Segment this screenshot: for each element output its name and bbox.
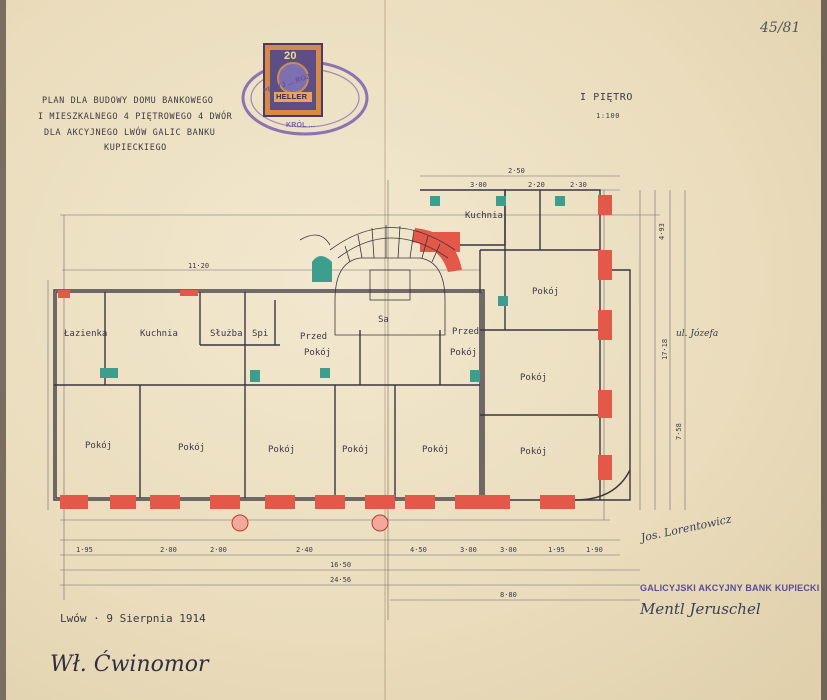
signature-right-2: Mentl Jeruschel: [640, 600, 761, 618]
dim-bottom-6: 3·00: [460, 546, 477, 554]
dim-bottom-1: 1·95: [76, 546, 93, 554]
dimension-labels: 2·50 3·00 2·20 2·30 11·20 4·93 17·18 7·5…: [76, 167, 683, 599]
dim-top-2: 3·00: [470, 181, 487, 189]
room-label-pokoj-1: Pokój: [85, 440, 112, 451]
tax-stamp: [263, 43, 323, 117]
scale-label: 1:100: [596, 112, 621, 120]
room-label-przed: Przed: [300, 332, 327, 342]
title-line-2: I MIESZKALNEGO 4 PIĘTROWEGO 4 DWÓR: [38, 112, 233, 122]
seal-bottom-text: KRÓL ...: [286, 122, 316, 129]
dim-bottom-2: 2·00: [160, 546, 177, 554]
dim-bottom-total-1: 16·50: [330, 561, 351, 569]
room-label-pokoj-6: Pokój: [520, 446, 547, 457]
dim-right-b: 17·18: [661, 339, 669, 360]
room-label-przed-2: Przed: [452, 327, 479, 337]
dim-bottom-3: 2·00: [210, 546, 227, 554]
tax-stamp-value: 20: [284, 50, 297, 62]
room-label-pokoj-5: Pokój: [422, 444, 449, 455]
dim-top-total: 2·50: [508, 167, 525, 175]
chimneys: [100, 196, 565, 382]
dim-top-4: 2·30: [570, 181, 587, 189]
dim-left-total: 11·20: [188, 262, 209, 270]
dim-bottom-total-2: 24·56: [330, 576, 351, 584]
title-line-3: DLA AKCYJNEGO LWÓW GALIC BANKU: [44, 128, 216, 138]
dim-bottom-7: 3·00: [500, 546, 517, 554]
corner-archive-number: 45/81: [760, 20, 801, 36]
street-note: ul. Józefa: [676, 328, 718, 339]
dimension-lines: [47, 175, 686, 620]
room-label-kuchnia-left: Kuchnia: [140, 329, 178, 339]
room-label-sa: Sa: [378, 315, 389, 325]
dim-top-3: 2·20: [528, 181, 545, 189]
tax-stamp-currency: HELLER: [276, 92, 308, 101]
room-label-sluzba: Służba: [210, 329, 243, 339]
room-label-pokoj-right-mid: Pokój: [520, 372, 547, 383]
title-line-4: KUPIECKIEGO: [104, 143, 167, 153]
room-label-pokoj-center: Pokój: [450, 347, 477, 358]
left-scan-edge: [0, 0, 6, 700]
room-label-pokoj-3: Pokój: [268, 444, 295, 455]
dim-bottom-8: 1·95: [548, 546, 565, 554]
dim-bottom-9: 1·90: [586, 546, 603, 554]
place-date: Lwów · 9 Sierpnia 1914: [60, 612, 206, 625]
room-label-pokoj-2: Pokój: [178, 442, 205, 453]
room-label-lazienka: Łazienka: [63, 329, 107, 339]
room-label-przedpokoj: Pokój: [304, 347, 331, 358]
paper-fold: [384, 0, 386, 700]
title-line-1: PLAN DLA BUDOWY DOMU BANKOWEGO: [42, 96, 214, 106]
room-label-kuchnia-top: Kuchnia: [465, 211, 503, 221]
floor-label: I PIĘTRO: [580, 92, 633, 103]
room-label-spi: Spi: [252, 329, 268, 339]
dim-right-c: 7·58: [675, 423, 683, 440]
dim-bottom-4: 2·40: [296, 546, 313, 554]
right-scan-edge: [821, 0, 827, 700]
dim-right-a: 4·93: [658, 223, 666, 240]
dim-bottom-5: 4·50: [410, 546, 427, 554]
dim-bottom-total-3: 8·80: [500, 591, 517, 599]
staircase: [299, 225, 456, 336]
bank-stamp: GALICYJSKI AKCYJNY BANK KUPIECKI: [640, 583, 820, 593]
room-label-pokoj-right-top: Pokój: [532, 286, 559, 297]
architect-signature: Wł. Ćwinomor: [50, 652, 209, 677]
room-label-pokoj-4: Pokój: [342, 444, 369, 455]
